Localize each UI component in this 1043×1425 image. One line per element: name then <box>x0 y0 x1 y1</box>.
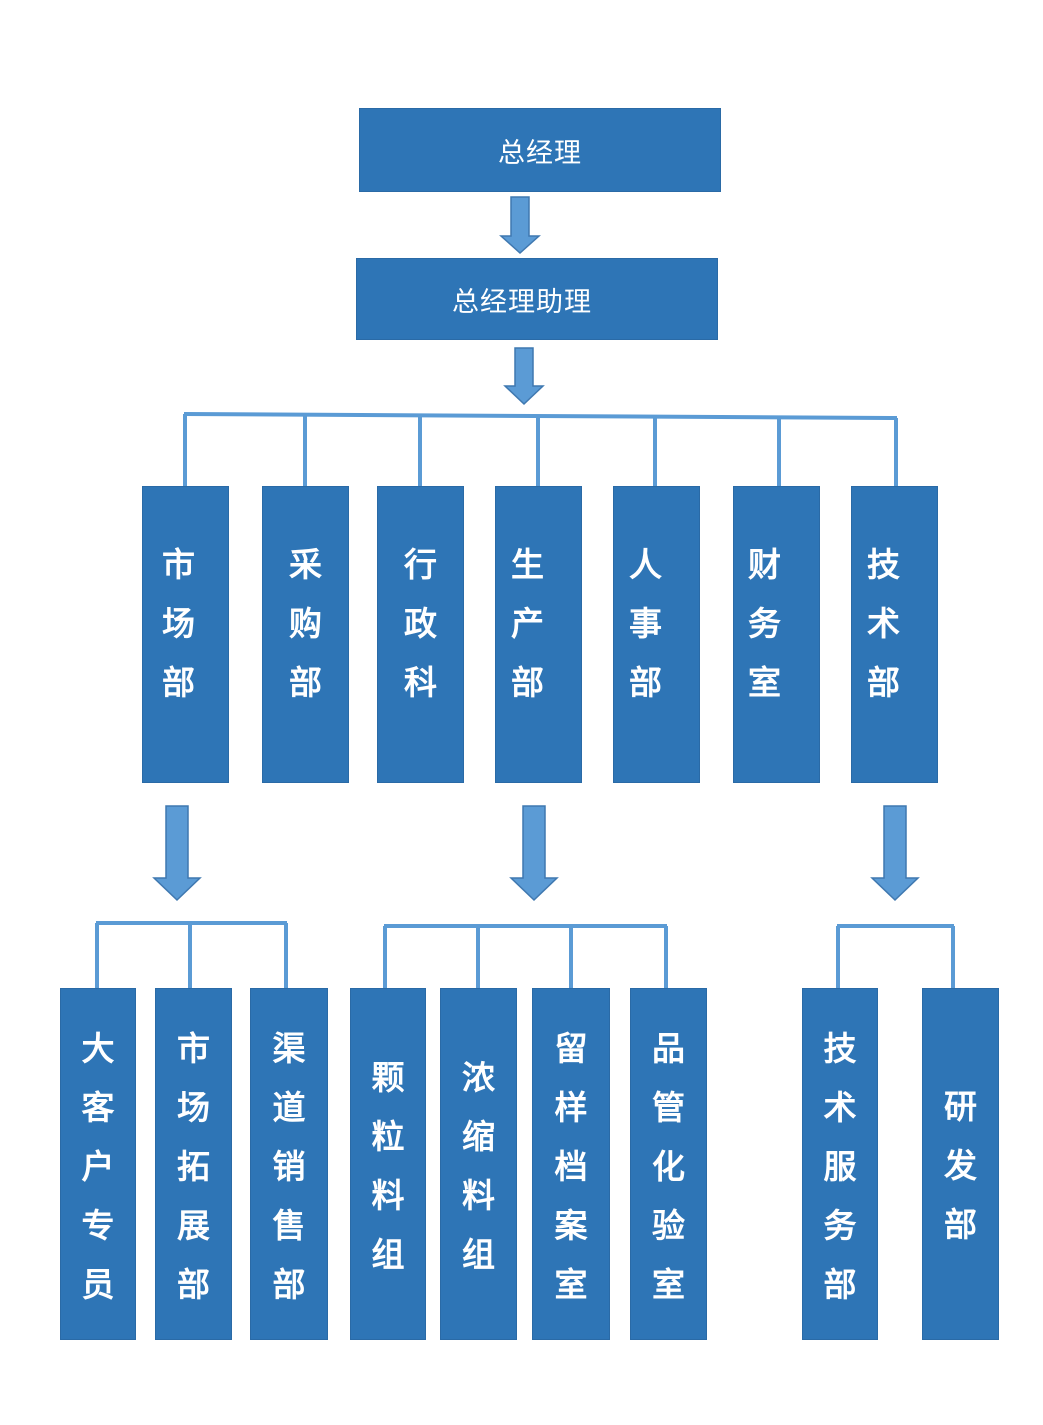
subunit-label: 大客户专员 <box>81 1029 115 1304</box>
general-manager-label: 总经理 <box>498 137 582 169</box>
market-bracket <box>95 921 288 988</box>
arrow-down-icon <box>509 805 559 902</box>
department-label: 生产部 <box>510 545 544 702</box>
subunit-box-market-expansion: 市场拓展部 <box>155 988 232 1340</box>
subunit-label: 浓缩料组 <box>461 1058 495 1274</box>
subunit-label: 技术服务部 <box>823 1029 857 1304</box>
subunit-box-sample-archive: 留样档案室 <box>532 988 610 1340</box>
subunit-label: 市场拓展部 <box>176 1029 210 1304</box>
assistant-manager-label: 总经理助理 <box>452 286 592 318</box>
arrow-down-icon <box>503 347 545 406</box>
department-box-technology: 技术部 <box>851 486 938 783</box>
tech-bracket <box>836 924 955 988</box>
subunit-box-rnd: 研发部 <box>922 988 999 1340</box>
subunit-box-concentrate: 浓缩料组 <box>440 988 517 1340</box>
department-label: 采购部 <box>288 545 322 702</box>
department-box-purchasing: 采购部 <box>262 486 349 783</box>
department-box-market: 市场部 <box>142 486 229 783</box>
assistant-manager-box: 总经理助理 <box>356 258 718 340</box>
department-box-production: 生产部 <box>495 486 582 783</box>
production-bracket <box>383 924 668 988</box>
arrow-down-icon <box>870 805 920 902</box>
department-box-hr: 人事部 <box>613 486 700 783</box>
subunit-label: 研发部 <box>943 1087 977 1244</box>
department-label: 人事部 <box>628 545 662 702</box>
subunit-box-channel-sales: 渠道销售部 <box>250 988 328 1340</box>
subunit-label: 品管化验室 <box>651 1029 685 1304</box>
arrow-down-icon <box>152 805 202 902</box>
subunit-box-qc-lab: 品管化验室 <box>630 988 707 1340</box>
department-label: 行政科 <box>403 545 437 702</box>
subunit-label: 渠道销售部 <box>272 1029 306 1304</box>
subunit-label: 留样档案室 <box>554 1029 588 1304</box>
department-box-administration: 行政科 <box>377 486 464 783</box>
arrow-down-icon <box>499 196 541 255</box>
department-label: 技术部 <box>866 545 900 702</box>
subunit-box-tech-service: 技术服务部 <box>802 988 878 1340</box>
subunit-label: 颗粒料组 <box>371 1058 405 1274</box>
department-label: 市场部 <box>161 545 195 702</box>
subunit-box-granule: 颗粒料组 <box>350 988 426 1340</box>
department-label: 财务室 <box>747 545 781 702</box>
general-manager-box: 总经理 <box>359 108 721 192</box>
department-bracket <box>183 412 898 486</box>
department-box-finance: 财务室 <box>733 486 820 783</box>
subunit-box-key-accounts: 大客户专员 <box>60 988 136 1340</box>
